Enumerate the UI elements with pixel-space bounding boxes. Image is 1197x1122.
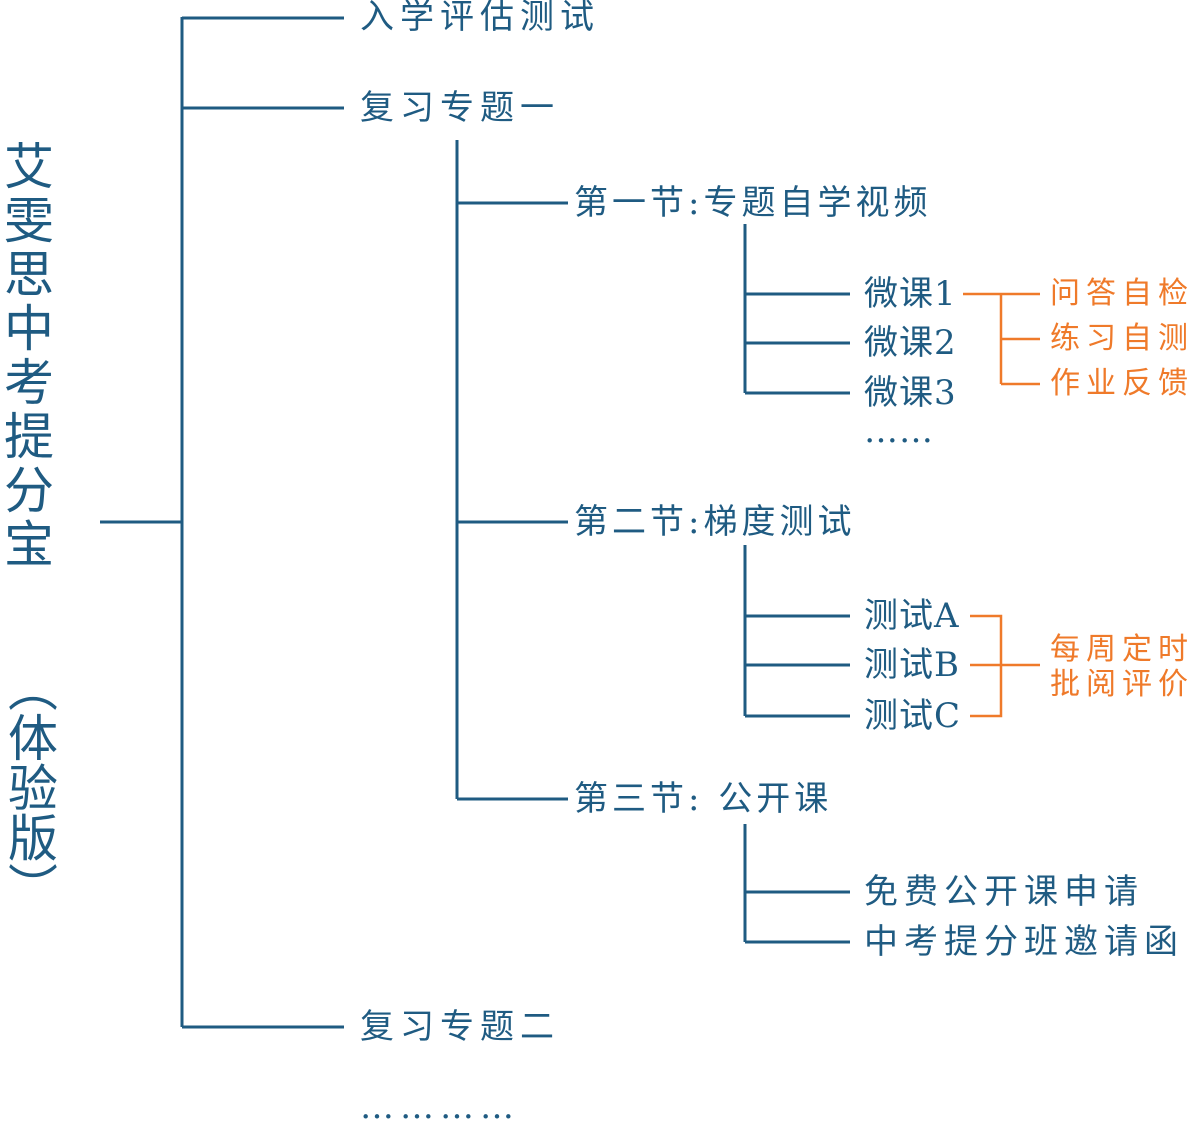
node-practice-test: 练习自测 xyxy=(1050,321,1194,356)
node-qa-check: 问答自检 xyxy=(1050,276,1194,311)
node-test-c: 测试C xyxy=(864,696,962,736)
node-open-class-apply: 免费公开课申请 xyxy=(864,872,1144,912)
node-weekly-timed: 每周定时 xyxy=(1050,632,1194,667)
node-section-1: 第一节:专题自学视频 xyxy=(574,183,932,223)
node-test-b: 测试B xyxy=(864,645,960,685)
node-more: ………… xyxy=(360,1087,520,1122)
node-topic-1: 复习专题一 xyxy=(360,88,560,128)
root-title-edition: （体验版） xyxy=(0,662,58,912)
node-section-2: 第二节:梯度测试 xyxy=(574,502,856,542)
node-micro-1: 微课1 xyxy=(864,274,957,314)
node-topic-2: 复习专题二 xyxy=(360,1007,560,1047)
node-homework-feedback: 作业反馈 xyxy=(1050,366,1194,401)
node-micro-2: 微课2 xyxy=(864,323,957,363)
node-test-a: 测试A xyxy=(864,596,960,636)
node-micro-more: …… xyxy=(864,411,934,451)
node-micro-3: 微课3 xyxy=(864,373,957,413)
root-title: 艾雯思中考提分宝 xyxy=(4,138,54,574)
node-entry-test: 入学评估测试 xyxy=(360,0,600,37)
node-class-invitation: 中考提分班邀请函 xyxy=(864,922,1184,962)
node-review-evaluate: 批阅评价 xyxy=(1050,667,1194,702)
node-section-3: 第三节: 公开课 xyxy=(574,779,833,819)
